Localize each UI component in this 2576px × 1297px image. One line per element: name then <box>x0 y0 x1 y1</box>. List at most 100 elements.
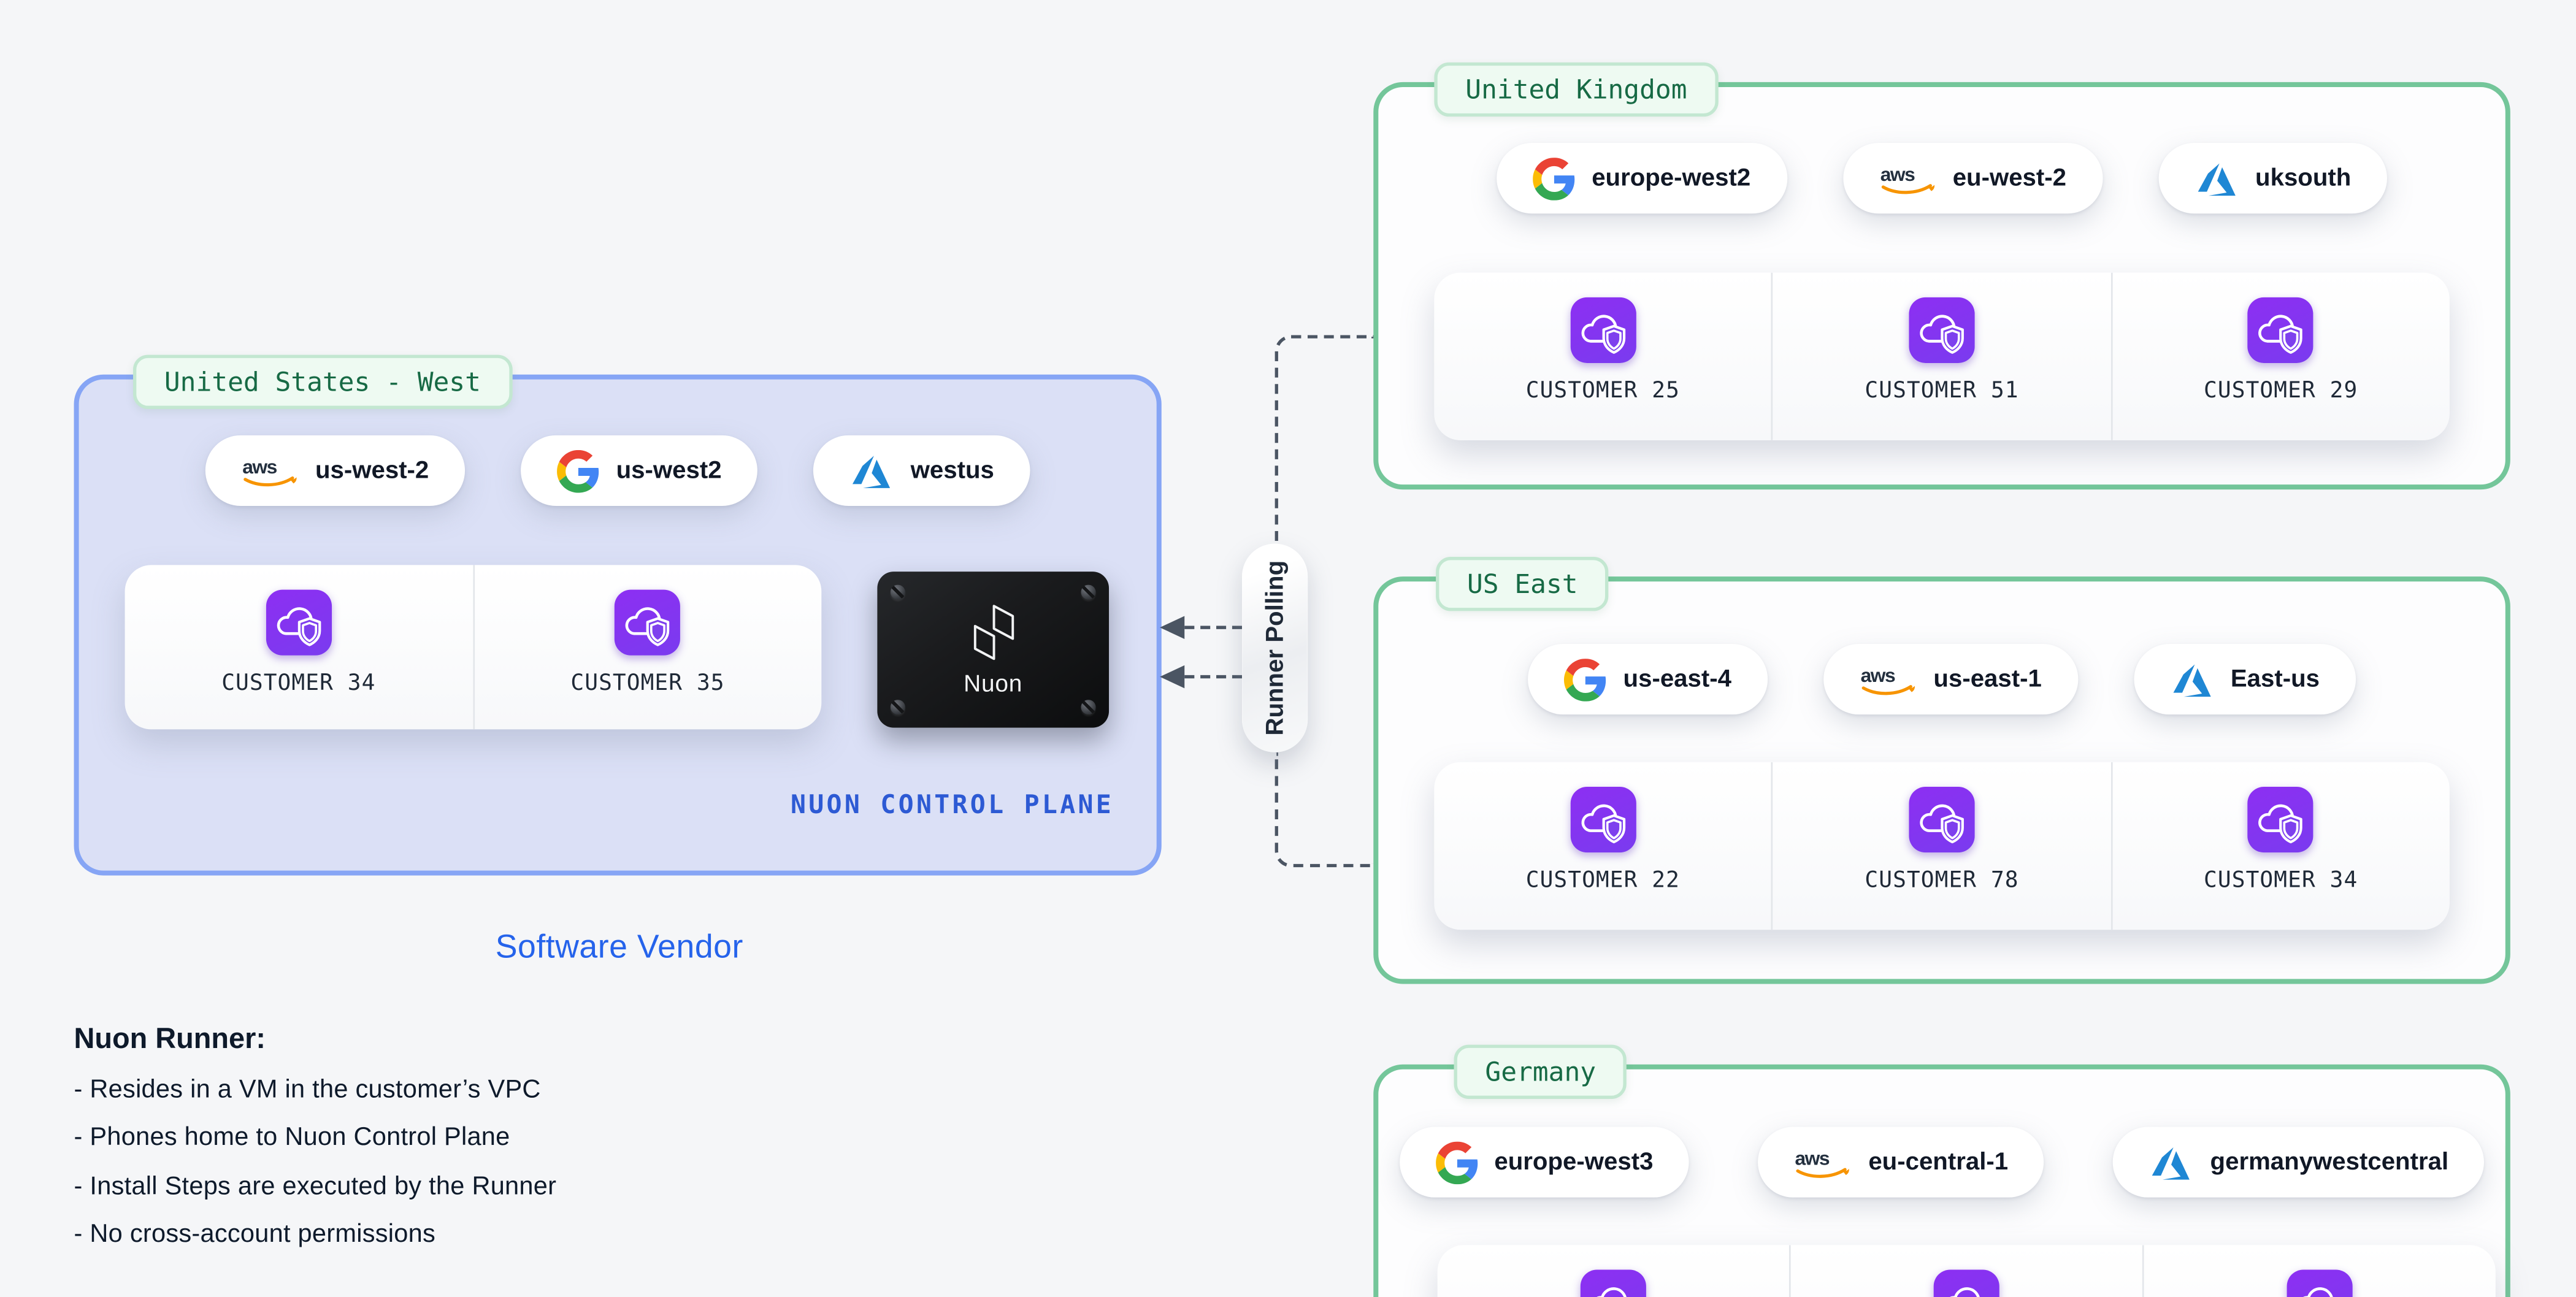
screw-icon <box>890 584 905 600</box>
provider-region-label: uksouth <box>2255 164 2352 193</box>
customer-cell: CUSTOMER 35 <box>472 565 821 730</box>
aws-icon <box>241 453 299 488</box>
customer-cell: CUSTOMER 29 <box>2110 272 2450 440</box>
nuon-runner-notes: Nuon Runner: - Resides in a VM in the cu… <box>74 1022 557 1250</box>
customer-row: CUSTOMER 22 CUSTOMER 78 CUSTOMER 34 <box>1434 762 2450 930</box>
provider-pill-aws: us-west-2 <box>205 435 466 506</box>
customer-label: CUSTOMER 34 <box>2204 867 2358 894</box>
notes-bullet: - Phones home to Nuon Control Plane <box>74 1123 510 1152</box>
region-title-label: United Kingdom <box>1465 74 1687 105</box>
provider-region-label: us-west-2 <box>315 456 429 485</box>
customer-label: CUSTOMER 34 <box>221 670 376 697</box>
customer-cell <box>1438 1245 1789 1297</box>
provider-region-label: East-us <box>2230 665 2320 694</box>
customer-cloud-shield-icon <box>1909 787 1975 853</box>
region-title-us-west: United States - West <box>132 354 512 409</box>
customer-cell: CUSTOMER 25 <box>1434 273 1771 440</box>
aws-icon <box>1860 662 1917 696</box>
provider-pill-azure: westus <box>813 435 1030 506</box>
provider-region-label: us-west2 <box>616 456 722 485</box>
provider-pill-azure: uksouth <box>2158 143 2388 214</box>
customer-cell: CUSTOMER 22 <box>1434 762 1771 930</box>
provider-region-label: us-east-4 <box>1623 665 1731 694</box>
nuon-control-plane-card: Nuon <box>877 572 1110 728</box>
customer-cloud-shield-icon <box>615 589 681 656</box>
provider-region-label: us-east-1 <box>1933 665 2042 694</box>
customer-cloud-shield-icon <box>1909 297 1975 363</box>
azure-icon <box>2198 163 2236 196</box>
customer-label: CUSTOMER 78 <box>1865 867 2019 894</box>
provider-pill-aws: us-east-1 <box>1823 643 2078 715</box>
provider-pill-aws: eu-west-2 <box>1842 143 2103 214</box>
nuon-logo-icon <box>973 603 1013 659</box>
region-title-united-kingdom: United Kingdom <box>1434 62 1719 117</box>
region-box-germany: Germany europe-west3 eu-central-1 german… <box>1373 1044 2510 1297</box>
region-box-us-west: United States - West us-west-2 us-west2 … <box>74 354 1162 876</box>
customer-cell <box>1788 1245 2142 1297</box>
screw-icon <box>1081 584 1096 600</box>
software-vendor-caption: Software Vendor <box>495 930 743 966</box>
dashed-arrow-line <box>1184 675 1242 679</box>
runner-polling-badge: Runner Polling <box>1241 543 1308 752</box>
gcp-icon <box>557 449 599 492</box>
nuon-card-label: Nuon <box>964 671 1023 698</box>
region-box-us-east: US East us-east-4 us-east-1 East-us CUST… <box>1373 557 2510 984</box>
customer-row <box>1437 1245 2496 1297</box>
region-box-united-kingdom: United Kingdom europe-west2 eu-west-2 uk… <box>1373 62 2510 490</box>
provider-region-label: europe-west2 <box>1592 164 1751 193</box>
runner-polling-label: Runner Polling <box>1260 560 1289 736</box>
provider-region-label: westus <box>910 456 994 485</box>
region-title-label: US East <box>1466 568 1578 600</box>
control-plane-caption: NUON CONTROL PLANE <box>790 790 1114 820</box>
provider-region-label: eu-central-1 <box>1868 1148 2009 1176</box>
provider-pill-azure: germanywestcentral <box>2113 1127 2485 1198</box>
customer-cloud-shield-icon <box>1933 1269 1999 1297</box>
notes-bullet: - Install Steps are executed by the Runn… <box>74 1172 557 1200</box>
customer-label: CUSTOMER 25 <box>1525 378 1681 404</box>
region-title-label: Germany <box>1485 1056 1597 1088</box>
customer-row: CUSTOMER 25 CUSTOMER 51 CUSTOMER 29 <box>1434 272 2450 440</box>
gcp-icon <box>1532 156 1574 200</box>
customer-cell: CUSTOMER 34 <box>125 565 473 729</box>
notes-bullet: - Resides in a VM in the customer’s VPC <box>74 1075 541 1103</box>
region-title-germany: Germany <box>1454 1044 1627 1099</box>
customer-cloud-shield-icon <box>266 589 332 656</box>
provider-region-label: europe-west3 <box>1494 1148 1654 1176</box>
azure-icon <box>2172 664 2211 697</box>
provider-pill-gcp: us-west2 <box>521 435 758 506</box>
azure-icon <box>2152 1147 2190 1180</box>
dashed-connector-top <box>1275 335 1375 544</box>
region-title-label: United States - West <box>164 366 481 398</box>
provider-pill-azure: East-us <box>2133 643 2356 715</box>
customer-cell: CUSTOMER 51 <box>1771 272 2110 440</box>
customer-cloud-shield-icon <box>2287 1269 2353 1297</box>
customer-cloud-shield-icon <box>1570 297 1636 363</box>
azure-icon <box>853 456 891 488</box>
customer-cell: CUSTOMER 78 <box>1771 762 2110 930</box>
customer-label: CUSTOMER 51 <box>1865 378 2019 404</box>
aws-icon <box>1879 161 1936 195</box>
customer-cell <box>2142 1245 2496 1297</box>
left-arrow-icon <box>1160 616 1185 639</box>
customer-label: CUSTOMER 35 <box>570 670 725 697</box>
customer-label: CUSTOMER 29 <box>2204 378 2358 404</box>
customer-cloud-shield-icon <box>2248 787 2314 853</box>
notes-heading: Nuon Runner: <box>74 1022 266 1055</box>
gcp-icon <box>1435 1141 1478 1184</box>
aws-icon <box>1795 1145 1852 1179</box>
provider-region-label: germanywestcentral <box>2210 1148 2449 1176</box>
dashed-connector-bottom <box>1275 752 1375 868</box>
customer-cloud-shield-icon <box>1580 1269 1646 1297</box>
provider-pill-row: europe-west2 eu-west-2 uksouth <box>1378 143 2505 214</box>
notes-bullet: - No cross-account permissions <box>74 1220 436 1249</box>
customer-cloud-shield-icon <box>2248 297 2314 363</box>
gcp-icon <box>1564 657 1606 701</box>
provider-pill-gcp: europe-west2 <box>1496 143 1787 214</box>
provider-pill-gcp: europe-west3 <box>1399 1127 1690 1198</box>
provider-pill-row: us-west-2 us-west2 westus <box>79 435 1157 506</box>
customer-row: CUSTOMER 34 CUSTOMER 35 <box>125 565 822 730</box>
provider-pill-gcp: us-east-4 <box>1528 643 1768 715</box>
dashed-arrow-line <box>1184 626 1242 629</box>
provider-pill-row: us-east-4 us-east-1 East-us <box>1378 643 2505 715</box>
